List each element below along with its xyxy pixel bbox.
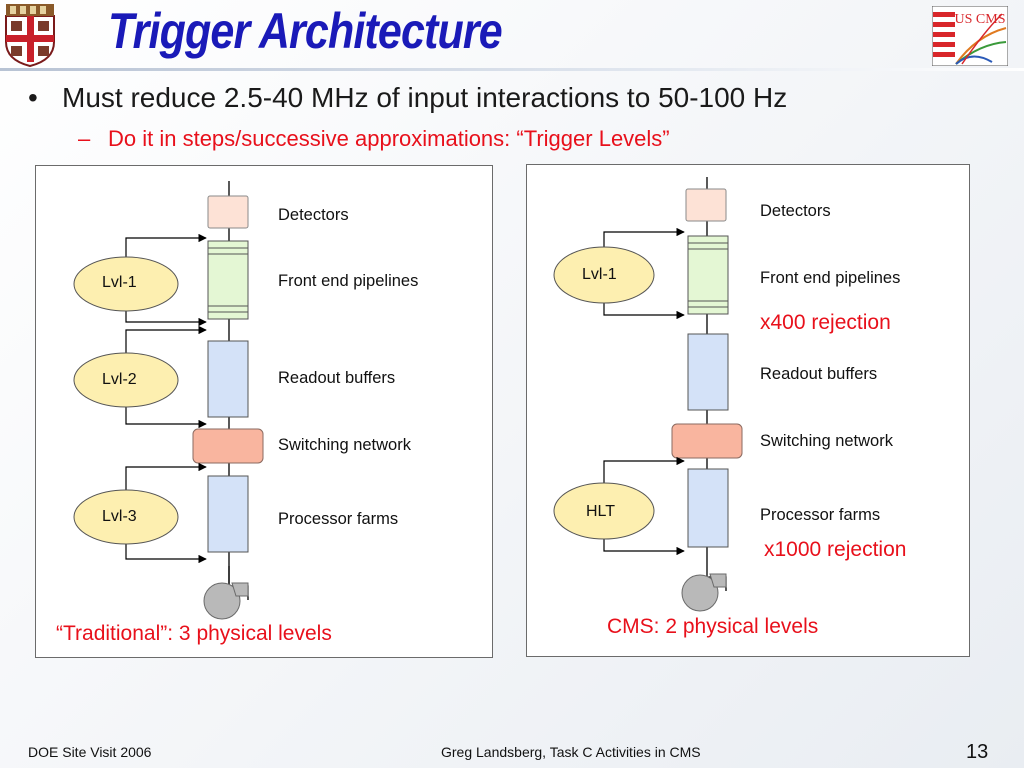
main-bullet-text: Must reduce 2.5-40 MHz of input interact… — [62, 82, 788, 113]
readout-buffers-label: Readout buffers — [760, 365, 878, 383]
switching-network-label: Switching network — [278, 436, 411, 454]
bullet-marker: • — [28, 82, 38, 113]
readout-buffers-label: Readout buffers — [278, 369, 396, 387]
hlt-oval — [553, 482, 655, 540]
sub-bullet-marker: – — [78, 126, 91, 151]
detectors-label: Detectors — [278, 206, 349, 224]
lvl1-oval — [73, 256, 179, 312]
front-end-pipeline-block — [207, 240, 249, 320]
page-number: 13 — [966, 741, 989, 763]
us-cms-logo: US CMS — [932, 6, 1008, 66]
detector-block — [207, 195, 249, 229]
readout-buffer-block — [207, 340, 249, 418]
lvl1-label: Lvl-1 — [582, 266, 617, 283]
lvl2-oval — [73, 352, 179, 408]
x400-rejection-label: x400 rejection — [760, 311, 891, 334]
front-end-pipeline-block — [687, 235, 729, 315]
switching-network-block — [671, 423, 743, 459]
pipelines-label: Front end pipelines — [278, 272, 419, 290]
switching-network-block — [192, 428, 264, 464]
slide-title: Trigger Architecture — [108, 3, 503, 59]
storage-drum-icon — [681, 573, 727, 612]
switching-network-label: Switching network — [760, 432, 893, 450]
cms-architecture-panel: Lvl-1 HLT Detectors Front end pipelines … — [526, 164, 970, 657]
lvl3-label: Lvl-3 — [102, 508, 137, 525]
title-divider — [0, 68, 1024, 71]
processor-farm-block — [687, 468, 729, 548]
x1000-rejection-label: x1000 rejection — [764, 538, 907, 561]
lvl2-label: Lvl-2 — [102, 371, 137, 388]
cms-caption: CMS: 2 physical levels — [607, 615, 819, 638]
detectors-label: Detectors — [760, 202, 831, 220]
traditional-diagram — [73, 181, 264, 620]
university-shield-logo — [5, 4, 55, 68]
sub-bullet: –Do it in steps/successive approximation… — [78, 126, 670, 152]
main-bullet: • Must reduce 2.5-40 MHz of input interac… — [28, 82, 787, 114]
traditional-architecture-panel: Lvl-1 Lvl-2 Lvl-3 Detectors Front end pi… — [35, 165, 493, 658]
footer-center: Greg Landsberg, Task C Activities in CMS — [441, 744, 701, 760]
sub-bullet-text: Do it in steps/successive approximations… — [108, 126, 670, 151]
readout-buffer-block — [687, 333, 729, 411]
lvl3-oval — [73, 489, 179, 545]
detector-block — [685, 188, 727, 222]
storage-drum-icon — [203, 566, 249, 620]
cms-diagram — [553, 177, 743, 612]
processor-farms-label: Processor farms — [760, 506, 881, 524]
lvl1-label: Lvl-1 — [102, 274, 137, 291]
us-cms-logo-text: US CMS — [955, 12, 1006, 27]
hlt-label: HLT — [586, 503, 616, 520]
footer-left: DOE Site Visit 2006 — [28, 744, 152, 760]
processor-farms-label: Processor farms — [278, 510, 399, 528]
lvl1-oval — [553, 246, 655, 304]
processor-farm-block — [207, 475, 249, 553]
pipelines-label: Front end pipelines — [760, 269, 901, 287]
traditional-caption: “Traditional”: 3 physical levels — [56, 622, 332, 645]
